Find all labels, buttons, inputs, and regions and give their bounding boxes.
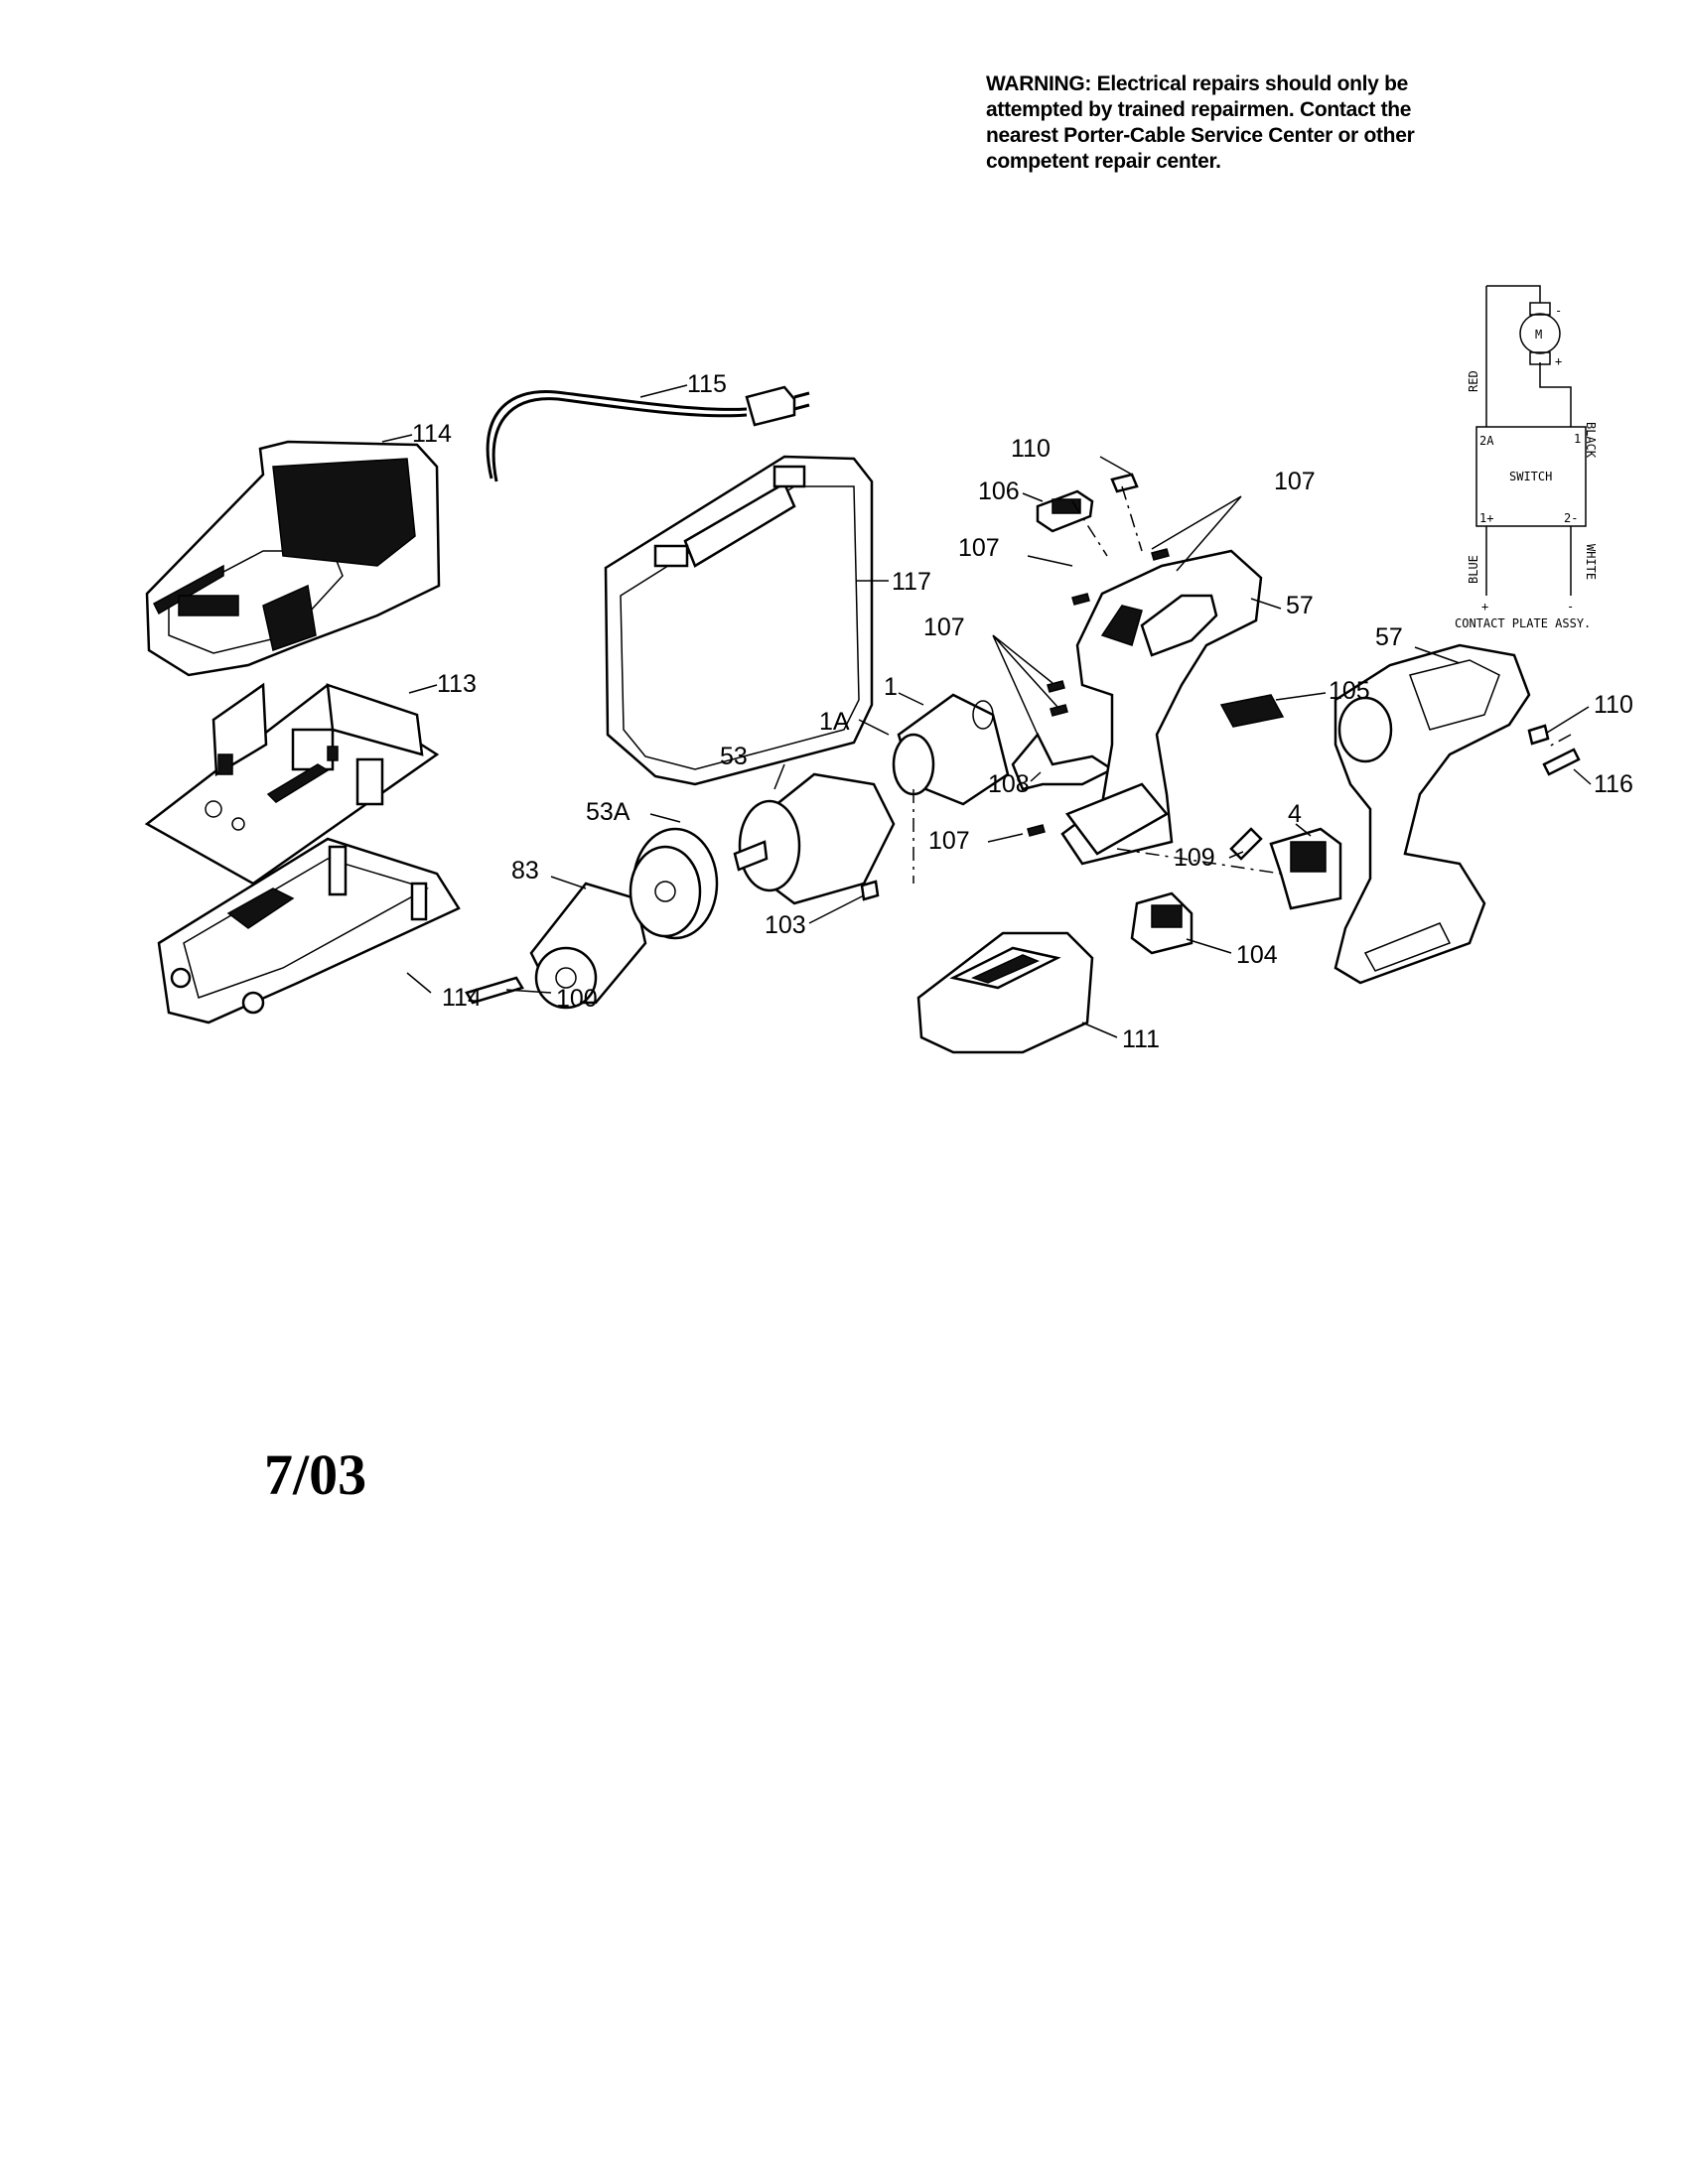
charger-circuit-board [144,682,440,886]
warning-notice: WARNING: Electrical repairs should only … [986,71,1502,175]
motor-terminal-plus: + [1555,354,1562,368]
callout-1: 1 [884,673,898,701]
callout-113: 113 [437,670,477,698]
callout-83: 83 [511,857,539,885]
warning-line-4: competent repair center. [986,150,1221,173]
callout-labels: 115 114 113 114 117 110 106 107 107 57 1… [412,370,1633,1053]
callout-111: 111 [1122,1025,1160,1053]
motor-symbol: M [1535,328,1542,341]
callout-108: 108 [988,770,1030,798]
pin-2minus: 2- [1564,511,1578,525]
contact-plus: + [1481,600,1488,614]
callout-104: 104 [1236,941,1278,969]
callout-117: 117 [892,568,931,596]
motor-terminal-minus: - [1555,304,1562,318]
switch-label: SWITCH [1509,470,1552,483]
date-code: 7/03 [264,1442,367,1507]
callout-114-charger-top: 114 [412,420,452,448]
contact-minus: - [1567,600,1574,614]
switch-box [1475,426,1587,527]
wire-blue-label: BLUE [1467,555,1480,584]
wire-white-label: WHITE [1584,544,1598,580]
callout-100: 100 [556,985,598,1013]
contact-plate-label: CONTACT PLATE ASSY. [1455,616,1591,630]
pin-1: 1 [1574,432,1581,446]
wiring-schematic: M - + RED BLACK SWITCH 2A 1 1+ 2- BLUE W… [1455,285,1598,630]
callout-110-top: 110 [1011,435,1051,463]
callout-114-charger-base: 114 [442,984,482,1012]
callout-105: 105 [1329,677,1370,705]
pin-1plus: 1+ [1479,511,1493,525]
callout-1a: 1A [819,708,850,736]
leader-lines [381,384,1592,1038]
wire-red-label: RED [1467,370,1480,392]
carrying-case [604,455,874,786]
callout-53: 53 [720,743,748,770]
callout-107-group: 107 [923,614,965,641]
callout-53a: 53A [586,798,631,826]
callout-115: 115 [687,370,727,398]
callout-107-bottom: 107 [928,827,970,855]
warning-line-1: WARNING: Electrical repairs should only … [986,72,1408,95]
callout-110-right: 110 [1594,691,1633,719]
callout-4: 4 [1288,800,1302,828]
wire-black-label: BLACK [1584,422,1598,459]
warning-line-2: attempted by trained repairmen. Contact … [986,98,1412,121]
pin-2a: 2A [1479,434,1494,448]
charger-base-housing [157,837,461,1024]
drill-parts [465,473,1581,1054]
power-cord-part [486,385,810,482]
callout-109: 109 [1174,844,1215,872]
callout-57-center: 57 [1286,592,1314,619]
callout-103: 103 [765,911,806,939]
callout-57-right: 57 [1375,623,1403,651]
assembly-center-lines [912,485,1572,884]
callout-116: 116 [1594,770,1633,798]
callout-107-left: 107 [958,534,1000,562]
warning-line-3: nearest Porter-Cable Service Center or o… [986,124,1415,147]
callout-107-top: 107 [1274,468,1316,495]
charger-top-housing [145,440,441,677]
callout-106: 106 [978,478,1020,505]
